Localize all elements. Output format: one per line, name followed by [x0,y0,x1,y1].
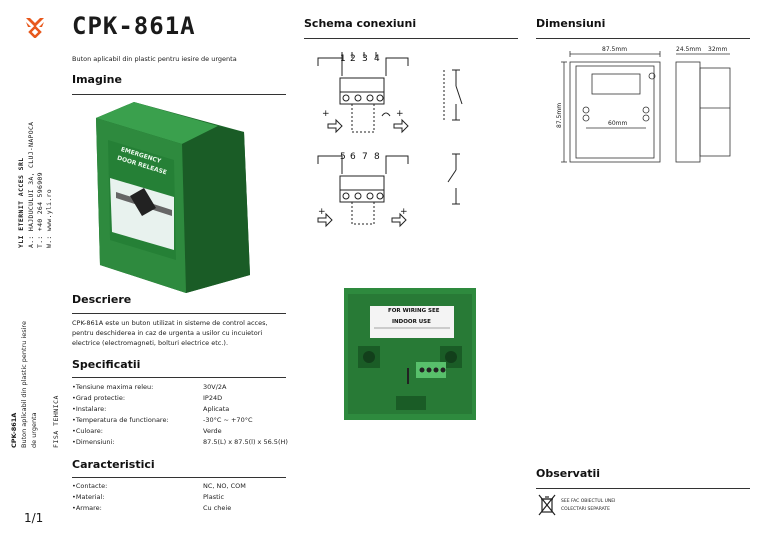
terminal-label-7: 7 [362,152,368,162]
product-image: EMERGENCY DOOR RELEASE [94,100,254,295]
wiring-section-title: Schema conexiuni [304,17,417,30]
dim-depth-label-1: 24.5mm [676,46,702,53]
spec-row-voltage: •Tensiune maxima releu:30V/2A [72,383,227,391]
company-phone: T.: +40 264 596909 [36,172,44,248]
weee-text-2: COLECTARI SEPARATE [561,507,611,512]
specs-section-title: Specificatii [72,358,141,371]
terminal-label-1: 1 [340,54,346,64]
sidebar-product-desc-2: de urgenta [30,412,38,448]
dimensions-drawing: 87.5mm 87.5mm 60mm 24.5mm 32mm [556,46,748,168]
back-label-line-1: FOR WIRING SEE [388,308,440,314]
feature-row-material: •Material:Plastic [72,493,225,501]
dim-width-label: 87.5mm [602,46,628,53]
description-text-2: pentru deschiderea in caz de urgenta a u… [72,329,263,337]
divider [72,313,286,314]
divider [536,488,750,489]
weee-bin-icon [538,494,556,516]
divider [72,377,286,378]
divider [536,38,750,39]
weee-text-1: SEE FAC OBIECTUL UNEI [561,499,616,504]
sidebar-product-desc-1: Buton aplicabil din plastic pentru iesir… [20,321,28,448]
page-title: CPK-861A [72,12,196,40]
dimensions-section-title: Dimensiuni [536,17,606,30]
plus-sign-1: + [322,109,330,119]
company-logo [24,16,46,39]
page-subtitle: Buton aplicabil din plastic pentru iesir… [72,55,237,63]
feature-row-reinforcement: •Armare:Cu cheie [72,504,232,512]
terminal-label-2: 2 [350,54,356,64]
spec-row-protection: •Grad protectie:IP24D [72,394,223,402]
spec-row-installation: •Instalare:Aplicata [72,405,230,413]
observations-section-title: Observatii [536,467,601,480]
terminal-label-8: 8 [374,152,380,162]
company-name: YLI ETERNIT ACCES SRL [17,157,25,248]
feature-row-contacts: •Contacte:NC, NO, COM [72,482,246,490]
divider [304,38,518,39]
spec-row-dimensions: •Dimensiuni:87.5(L) x 87.5(l) x 56.5(H) [72,438,288,446]
company-address: A.: HAJDUCULUI 3A, CLUJ-NAPOCA [27,121,35,248]
plus-sign-3: + [318,207,326,217]
sidebar-product-code: CPK-861A [10,412,18,448]
spec-row-color: •Culoare:Verde [72,427,222,435]
image-section-title: Imagine [72,73,122,86]
description-text-1: CPK-861A este un buton utilizat in siste… [72,319,268,327]
page-number: 1/1 [24,511,44,525]
description-section-title: Descriere [72,293,132,306]
wiring-diagram: 1 2 3 4 5 6 7 8 + + + + [314,48,484,228]
plus-sign-2: + [396,109,404,119]
spec-row-temperature: •Temperatura de functionare:-30°C ~ +70°… [72,416,253,424]
features-section-title: Caracteristici [72,458,155,471]
company-web: W.: www.yli.ro [45,189,53,248]
description-text-3: electrice (electromagneti, bolturi elect… [72,339,229,347]
dim-depth-label-2: 32mm [708,46,728,53]
terminal-label-5: 5 [340,152,346,162]
logo-icon [26,18,44,39]
plus-sign-4: + [400,207,408,217]
sidebar-doc-type: FISA TEHNICA [52,395,60,448]
divider [72,477,286,478]
terminal-label-4: 4 [374,54,380,64]
terminal-label-3: 3 [362,54,368,64]
dim-height-label: 87.5mm [556,102,563,128]
terminal-label-6: 6 [350,152,356,162]
back-label-line-2: INDOOR USE [392,319,431,325]
dim-holes-label: 60mm [608,120,628,127]
product-back-image: FOR WIRING SEE INDOOR USE [344,288,476,420]
divider [72,94,286,95]
